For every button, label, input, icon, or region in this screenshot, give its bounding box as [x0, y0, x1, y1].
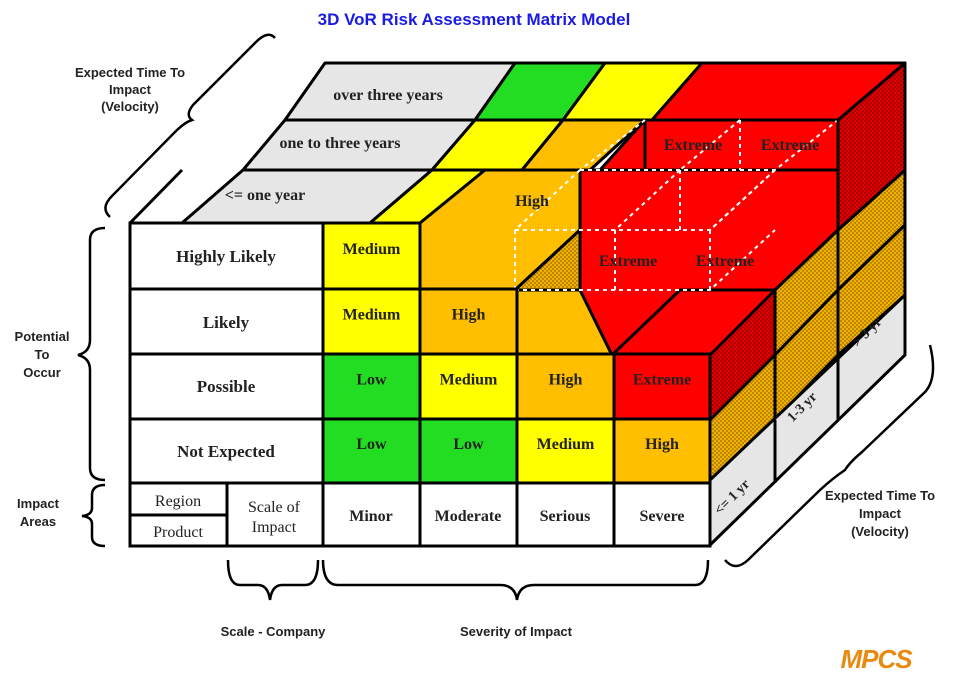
back-label-extreme-1: Extreme — [664, 137, 722, 154]
velocity-right-line1: Expected Time To — [825, 488, 935, 503]
scale-label-line1: Scale of — [248, 499, 301, 516]
row-label-not-expected: Not Expected — [177, 442, 275, 461]
mpcs-logo: MPCS — [840, 644, 913, 674]
row-label-possible: Possible — [197, 377, 256, 396]
annotation-impact-areas: Impact Areas — [17, 496, 60, 529]
potential-line2: To — [35, 347, 50, 362]
brace-scale — [226, 559, 320, 601]
risk-cell — [321, 287, 422, 356]
top-layer-one-year: <= one year — [225, 187, 305, 204]
velocity-right-line2: Impact — [859, 506, 902, 521]
top-layer-over-three: over three years — [333, 87, 443, 104]
velocity-top-line1: Expected Time To — [75, 65, 185, 80]
brace-severity — [321, 559, 710, 601]
potential-line3: Occur — [23, 365, 61, 380]
risk-cell-label: High — [645, 436, 679, 453]
risk-cell-label: Medium — [343, 241, 401, 258]
risk-cell-label: Low — [453, 436, 484, 453]
annotation-velocity-right: Expected Time To Impact (Velocity) — [825, 488, 935, 539]
brace-velocity-right — [724, 344, 935, 568]
risk-cell — [321, 352, 422, 421]
brace-potential — [77, 226, 106, 482]
risk-cell-label: Low — [356, 372, 387, 389]
risk-cell-label: Extreme — [633, 372, 691, 389]
dashed-grid — [514, 119, 839, 291]
risk-cell — [612, 417, 712, 485]
risk-cell-label: High — [549, 372, 583, 389]
risk-cell-label: Medium — [537, 436, 595, 453]
braces — [77, 33, 935, 601]
annotation-severity: Severity of Impact — [460, 624, 573, 639]
severity-serious: Serious — [540, 508, 591, 525]
right-face — [708, 61, 907, 547]
risk-cell-label: High — [452, 307, 486, 324]
risk-cell — [515, 352, 616, 421]
risk-cell-label: Low — [356, 436, 387, 453]
row-label-likely: Likely — [203, 313, 250, 332]
velocity-top-line2: Impact — [109, 82, 152, 97]
velocity-top-line3: (Velocity) — [101, 99, 159, 114]
annotation-velocity-top: Expected Time To Impact (Velocity) — [75, 65, 185, 114]
annotation-potential: Potential To Occur — [15, 329, 70, 380]
risk-cell-label: Medium — [440, 372, 498, 389]
risk-cell — [418, 352, 519, 421]
impact-areas-line1: Impact — [17, 496, 60, 511]
annotation-scale-company: Scale - Company — [221, 624, 327, 639]
impact-area-product: Product — [153, 524, 203, 541]
risk-cell — [321, 417, 422, 485]
page-title: 3D VoR Risk Assessment Matrix Model — [318, 10, 631, 29]
severity-minor: Minor — [349, 508, 393, 525]
potential-line1: Potential — [15, 329, 70, 344]
velocity-right-line3: (Velocity) — [851, 524, 909, 539]
back-label-high: High — [515, 193, 549, 210]
back-label-extreme-2: Extreme — [761, 137, 819, 154]
severity-moderate: Moderate — [435, 508, 502, 525]
back-label-extreme-4: Extreme — [696, 253, 754, 270]
risk-cell-label: Medium — [343, 307, 401, 324]
back-label-extreme-3: Extreme — [599, 253, 657, 270]
top-layer-one-to-three: one to three years — [280, 135, 401, 152]
brace-velocity-top — [104, 33, 276, 218]
scale-label-line2: Impact — [252, 519, 297, 536]
severity-severe: Severe — [639, 508, 684, 525]
row-label-highly-likely: Highly Likely — [176, 247, 276, 266]
front-face — [128, 168, 712, 548]
brace-impact-areas — [81, 483, 106, 548]
impact-area-region: Region — [155, 493, 201, 510]
impact-areas-line2: Areas — [20, 514, 56, 529]
